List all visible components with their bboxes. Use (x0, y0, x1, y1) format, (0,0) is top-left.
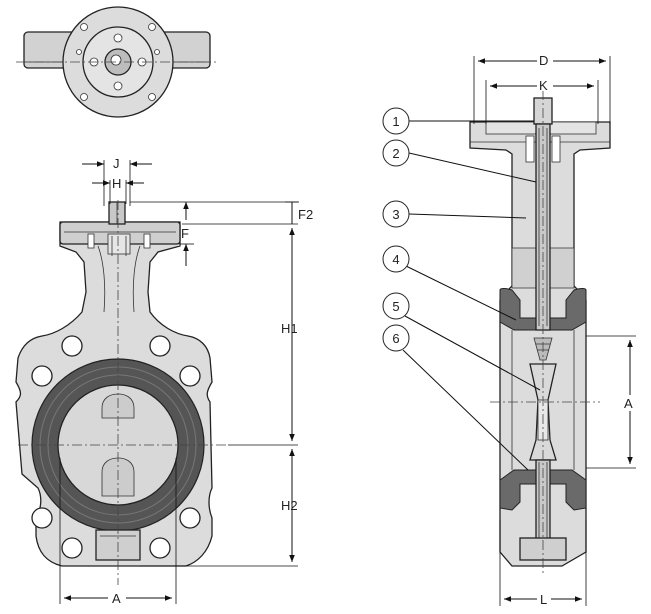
front-view-bolt-hole (31, 507, 53, 529)
callout-circle (382, 107, 410, 135)
callout-circle (382, 200, 410, 228)
callout-6: 6 (392, 331, 399, 346)
side-view (469, 90, 611, 575)
dim-k-label: K (539, 78, 548, 93)
front-view-bolt-hole (149, 335, 171, 357)
dim-f2-label: F2 (298, 207, 313, 222)
dim-a-front-label: A (112, 591, 121, 606)
front-view-bolt-hole (149, 537, 171, 559)
top-view (16, 6, 216, 118)
top-view-bolt-hole (113, 81, 123, 91)
callout-circle (382, 292, 410, 320)
dim-h2-label: H2 (281, 498, 298, 513)
callout-5: 5 (392, 299, 399, 314)
front-view (15, 200, 228, 585)
side-view-liner-top (499, 288, 539, 331)
callout-3: 3 (392, 207, 399, 222)
top-view-bolt-hole (113, 33, 123, 43)
top-view-outer-hole (148, 93, 156, 101)
callout-1: 1 (392, 114, 399, 129)
dim-d-label: D (539, 53, 548, 68)
front-view-dimensions: J H F2 F H1 H2 A (59, 156, 313, 606)
dim-l-label: L (540, 592, 547, 607)
side-view-liner-bottom (499, 469, 539, 511)
dim-a-side-label: A (624, 396, 633, 411)
callouts: 1 2 3 4 5 6 (382, 107, 541, 471)
top-view-outer-hole (148, 23, 156, 31)
callout-circle (382, 245, 410, 273)
callout-2: 2 (392, 146, 399, 161)
callout-circle (382, 139, 410, 167)
dim-f-label: F (181, 226, 189, 241)
dim-j-label: J (113, 156, 120, 171)
top-view-outer-hole (80, 23, 88, 31)
callout-4: 4 (392, 252, 399, 267)
front-view-bolt-hole (31, 365, 53, 387)
callout-circle (382, 324, 410, 352)
dim-h1-label: H1 (281, 321, 298, 336)
front-view-bolt-hole (179, 365, 201, 387)
dim-h-label: H (112, 176, 121, 191)
front-view-bolt-hole (61, 537, 83, 559)
front-view-bolt-hole (179, 507, 201, 529)
front-view-bolt-hole (61, 335, 83, 357)
top-view-outer-hole (80, 93, 88, 101)
side-view-dimensions: D K A L (473, 52, 638, 607)
